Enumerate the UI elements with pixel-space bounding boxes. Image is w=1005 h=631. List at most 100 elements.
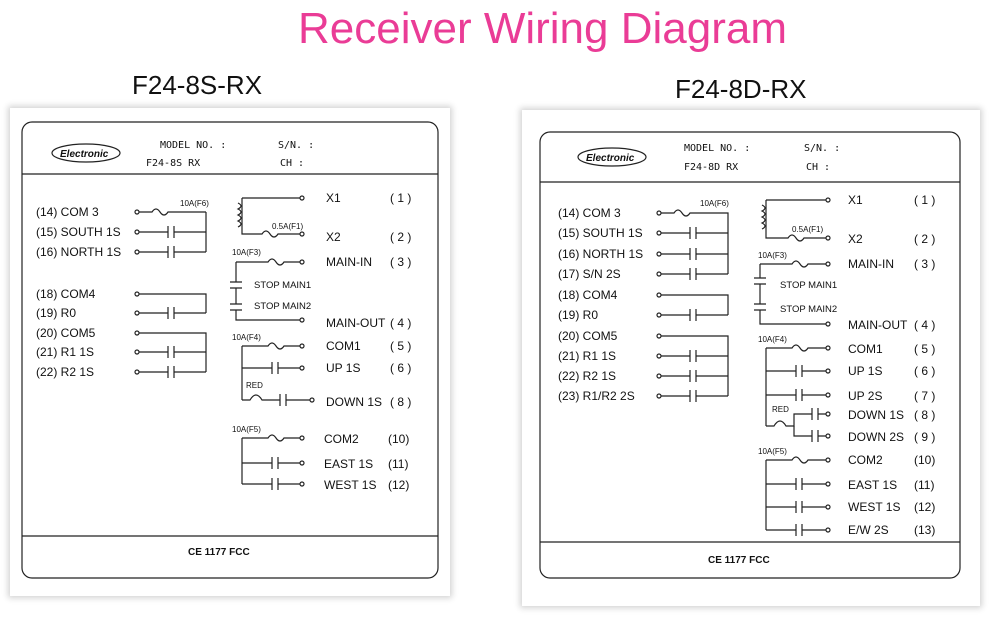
fuse-label: 10A(F4) xyxy=(758,335,787,344)
right-num: ( 4 ) xyxy=(914,318,935,332)
left-label: (20) COM5 xyxy=(36,326,96,340)
right-num: (11) xyxy=(914,478,934,492)
logo-oval xyxy=(51,143,121,163)
right-num: ( 2 ) xyxy=(390,230,411,244)
right-label: COM1 xyxy=(848,342,883,356)
panel-frame xyxy=(21,121,439,579)
right-label: DOWN 1S xyxy=(848,408,904,422)
left-label: (17) S/N 2S xyxy=(558,267,621,281)
right-label: E/W 2S xyxy=(848,523,889,537)
left-label: (16) NORTH 1S xyxy=(36,245,121,259)
wiring-diagram-8s: Electronic MODEL NO. : S/N. : F24-8S RX … xyxy=(21,121,439,579)
right-label: MAIN-IN xyxy=(848,257,894,271)
logo-text: Electronic xyxy=(60,149,109,160)
fuse-label: 0.5A(F1) xyxy=(272,222,303,231)
right-label: EAST 1S xyxy=(848,478,897,492)
right-num: (10) xyxy=(914,453,935,467)
sn-label: S/N. : xyxy=(804,143,840,154)
left-label: (21) R1 1S xyxy=(36,345,94,359)
right-num: ( 5 ) xyxy=(914,342,935,356)
right-label: X1 xyxy=(326,191,341,205)
right-num: (13) xyxy=(914,523,935,537)
right-num: ( 1 ) xyxy=(390,191,411,205)
model-value: F24-8S RX xyxy=(146,158,200,169)
model-no-label: MODEL NO. : xyxy=(684,143,750,154)
right-num: ( 8 ) xyxy=(914,408,935,422)
right-label: DOWN 1S xyxy=(326,395,382,409)
right-num: ( 6 ) xyxy=(914,364,935,378)
left-label: (15) SOUTH 1S xyxy=(36,225,121,239)
right-label: X2 xyxy=(848,232,863,246)
right-num: ( 4 ) xyxy=(390,316,411,330)
red-label: RED xyxy=(246,381,263,390)
left-label: (21) R1 1S xyxy=(558,349,616,363)
sn-label: S/N. : xyxy=(278,140,314,151)
right-wiring: 0.5A(F1) 10A(F3) STOP MAIN1 STOP MAIN2 1… xyxy=(230,195,315,490)
ch-label: CH : xyxy=(806,162,830,173)
fuse-label: 10A(F6) xyxy=(180,199,209,208)
left-wiring: 10A(F6) xyxy=(134,199,209,378)
fuse-label: 10A(F4) xyxy=(232,333,261,342)
right-label: X1 xyxy=(848,193,863,207)
right-num: ( 7 ) xyxy=(914,389,935,403)
panel-frame xyxy=(539,131,961,579)
left-terminal-labels: (14) COM 3 (15) SOUTH 1S (16) NORTH 1S (… xyxy=(36,205,121,379)
right-label: WEST 1S xyxy=(324,478,376,492)
right-num: ( 3 ) xyxy=(390,255,411,269)
right-num: ( 5 ) xyxy=(390,339,411,353)
left-label: (22) R2 1S xyxy=(36,365,94,379)
wiring-panel-8d: Electronic MODEL NO. : S/N. : F24-8D RX … xyxy=(522,110,980,606)
fuse-label: 0.5A(F1) xyxy=(792,225,823,234)
right-label: COM2 xyxy=(848,453,883,467)
left-wiring: 10A(F6) xyxy=(656,199,729,402)
certification-footer: CE 1177 FCC xyxy=(188,547,250,558)
right-label: MAIN-OUT xyxy=(848,318,908,332)
panel-1-title: F24-8S-RX xyxy=(132,70,263,100)
left-terminal-labels: (14) COM 3 (15) SOUTH 1S (16) NORTH 1S (… xyxy=(558,206,643,403)
diagram-title: Receiver Wiring Diagram xyxy=(297,4,787,53)
fuse-label: 10A(F3) xyxy=(758,251,787,260)
right-wiring: 0.5A(F1) 10A(F3) STOP MAIN1 STOP MAIN2 1… xyxy=(754,197,837,536)
right-terminal-labels: X1 ( 1 ) X2 ( 2 ) MAIN-IN ( 3 ) MAIN-OUT… xyxy=(324,191,411,492)
left-label: (18) COM4 xyxy=(36,287,96,301)
right-num: ( 8 ) xyxy=(390,395,411,409)
right-label: UP 1S xyxy=(326,361,360,375)
left-label: (23) R1/R2 2S xyxy=(558,389,635,403)
right-label: DOWN 2S xyxy=(848,430,904,444)
right-num: (10) xyxy=(388,432,409,446)
stop-label: STOP MAIN1 xyxy=(254,280,311,291)
right-label: COM2 xyxy=(324,432,359,446)
certification-footer: CE 1177 FCC xyxy=(708,555,770,566)
stop-label: STOP MAIN1 xyxy=(780,280,837,291)
right-label: WEST 1S xyxy=(848,500,900,514)
panel-2-title: F24-8D-RX xyxy=(675,74,807,104)
logo-oval xyxy=(577,147,647,167)
right-num: ( 9 ) xyxy=(914,430,935,444)
right-label: MAIN-OUT xyxy=(326,316,386,330)
logo-text: Electronic xyxy=(586,153,635,164)
fuse-label: 10A(F5) xyxy=(758,447,787,456)
right-label: EAST 1S xyxy=(324,457,373,471)
stop-label: STOP MAIN2 xyxy=(254,301,311,312)
left-label: (15) SOUTH 1S xyxy=(558,226,643,240)
left-label: (18) COM4 xyxy=(558,288,618,302)
right-label: MAIN-IN xyxy=(326,255,372,269)
wiring-diagram-8d: Electronic MODEL NO. : S/N. : F24-8D RX … xyxy=(539,131,961,579)
model-value: F24-8D RX xyxy=(684,162,738,173)
right-terminal-labels: X1 ( 1 ) X2 ( 2 ) MAIN-IN ( 3 ) MAIN-OUT… xyxy=(848,193,935,537)
left-label: (22) R2 1S xyxy=(558,369,616,383)
right-num: ( 3 ) xyxy=(914,257,935,271)
fuse-label: 10A(F3) xyxy=(232,248,261,257)
fuse-label: 10A(F6) xyxy=(700,199,729,208)
left-label: (19) R0 xyxy=(558,308,598,322)
red-label: RED xyxy=(772,405,789,414)
fuse-label: 10A(F5) xyxy=(232,425,261,434)
right-label: UP 1S xyxy=(848,364,882,378)
right-num: ( 2 ) xyxy=(914,232,935,246)
left-label: (20) COM5 xyxy=(558,329,618,343)
left-label: (14) COM 3 xyxy=(558,206,621,220)
left-label: (14) COM 3 xyxy=(36,205,99,219)
right-num: (11) xyxy=(388,457,408,471)
left-label: (16) NORTH 1S xyxy=(558,247,643,261)
right-label: COM1 xyxy=(326,339,361,353)
